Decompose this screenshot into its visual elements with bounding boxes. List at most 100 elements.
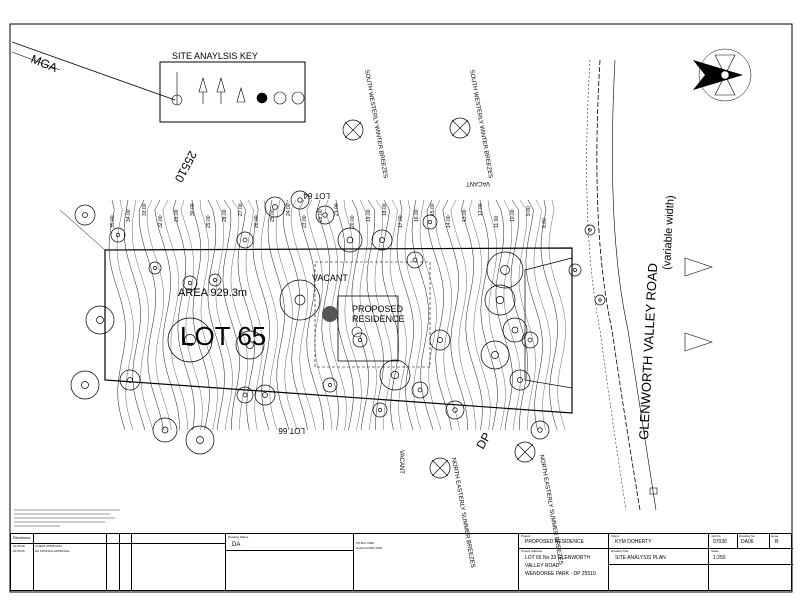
contour-line-minor — [450, 199, 476, 431]
proposed-label-1: PROPOSED — [352, 304, 404, 314]
firm-panel: PO Box 1090 Gosford NSW 2250 — [354, 534, 519, 590]
mailbox — [649, 487, 658, 495]
contour-label: 16.00 — [414, 209, 420, 222]
contour-line-minor — [469, 199, 491, 431]
contour-label: 8.00 — [542, 218, 548, 228]
revision-1-desc: CLIENT APPROVAL — [35, 544, 63, 548]
contour-label: 23.00 — [302, 215, 308, 228]
contour-line — [222, 199, 240, 431]
breeze-sw-2-text: SOUTH WESTERLY WINTER BREEZES — [468, 69, 493, 178]
contour-line-minor — [487, 199, 506, 431]
contour-line-minor — [389, 199, 407, 431]
contour-line — [460, 199, 483, 431]
contour-label: 21.00 — [334, 203, 340, 216]
wedge-1 — [684, 257, 713, 277]
job-no: 07030 — [713, 539, 727, 545]
tree-icon — [372, 402, 388, 418]
project-address-1: LOT 65 No 33 GLENWORTH — [525, 555, 591, 561]
tree-icon — [429, 329, 451, 351]
revision-2-desc: DA COUNCIL APPROVAL — [35, 549, 70, 553]
contour-line — [298, 199, 324, 431]
tree-icon — [530, 420, 550, 440]
contour-line — [252, 199, 270, 431]
breeze-sw-1-text: SOUTH WESTERLY WINTER BREEZES — [363, 69, 388, 178]
contour-label: 31.00 — [174, 209, 180, 222]
contour-line — [282, 199, 308, 431]
revision-1-date: 10.06.06 — [13, 544, 25, 548]
contour-line — [267, 199, 290, 431]
proposed-residence — [337, 295, 399, 362]
contour-label: 27.00 — [238, 203, 244, 216]
tree-icon — [279, 279, 321, 321]
contour-label: 26.00 — [254, 215, 260, 228]
firm-address-2: Gosford NSW 2250 — [356, 546, 383, 550]
sheet-border — [9, 23, 793, 593]
tree-icon — [406, 251, 424, 269]
road-edge-3 — [586, 59, 627, 511]
contour-line-minor — [275, 199, 298, 431]
tree-icon — [480, 340, 510, 370]
contour-line — [381, 199, 399, 431]
lot-65-label: LOT 65 — [180, 321, 266, 351]
mga-line-2 — [11, 51, 61, 71]
contour-line — [172, 199, 195, 431]
dp-label: DP — [473, 430, 493, 451]
contour-line — [108, 199, 126, 431]
contour-line-minor — [162, 199, 188, 431]
road-label: GLENWORTH VALLEY ROAD — [636, 263, 660, 441]
contour-label: 33.00 — [142, 203, 148, 216]
contour-line — [237, 199, 255, 431]
contour-line — [123, 199, 146, 431]
tree-icon — [236, 386, 254, 404]
hatched-symbol — [322, 306, 338, 322]
drawing-status-value: DA — [232, 542, 241, 548]
title-block: Revisions 10.06.06 CLIENT APPROVAL 20.06… — [10, 533, 793, 591]
contour-label: 22.00 — [318, 209, 324, 222]
contour-label: 10.00 — [510, 209, 516, 222]
tree-icon — [484, 284, 516, 316]
contour-line-minor — [404, 199, 422, 431]
contour-label: 25.00 — [270, 209, 276, 222]
marker-2 — [351, 326, 363, 338]
contour-label: 30.00 — [190, 203, 196, 216]
road-edge-1 — [596, 59, 641, 511]
tree-icon — [322, 377, 338, 393]
contour-line — [540, 199, 558, 431]
tree-icon — [152, 417, 178, 443]
scale-label: Scale — [711, 549, 719, 553]
vacant-bottom-label: VACANT — [398, 450, 404, 474]
firm-address-1: PO Box 1090 — [356, 541, 374, 545]
contour-line-minor — [199, 199, 218, 431]
tree-icon — [594, 294, 606, 306]
contour-line-minor — [419, 199, 442, 431]
road-width-label: (variable width) — [661, 195, 677, 270]
wedge-2 — [684, 332, 713, 352]
contour-label: 9.00 — [526, 206, 532, 216]
project-address-3: WENDOREE PARK - DP 25510 — [525, 571, 596, 577]
issue: B — [775, 539, 779, 545]
tree-icon — [290, 190, 310, 210]
contour-line-minor — [434, 199, 460, 431]
tree-icon — [521, 331, 539, 349]
contour-label: 20.00 — [350, 215, 356, 228]
tree-icon — [337, 227, 363, 253]
vacant-area — [314, 261, 431, 368]
revision-2-date: 20.06.06 — [13, 549, 25, 553]
road-edge-2 — [612, 59, 657, 511]
project-address-label: Project Address — [521, 549, 543, 553]
tree-icon — [236, 231, 254, 249]
tree-icon — [254, 384, 276, 406]
contour-line-minor — [215, 199, 233, 431]
tree-icon — [509, 369, 531, 391]
contour-line — [525, 199, 543, 431]
contour-line-minor — [548, 199, 566, 431]
tree-icon — [182, 275, 198, 291]
project-label: Project — [521, 534, 531, 538]
tree-icon — [379, 359, 411, 391]
contour-label: 19.00 — [366, 209, 372, 222]
lot-boundary-north — [59, 209, 106, 251]
contour-line — [366, 199, 384, 431]
scale: 1:250 — [713, 555, 726, 561]
contour-line-minor — [245, 199, 263, 431]
